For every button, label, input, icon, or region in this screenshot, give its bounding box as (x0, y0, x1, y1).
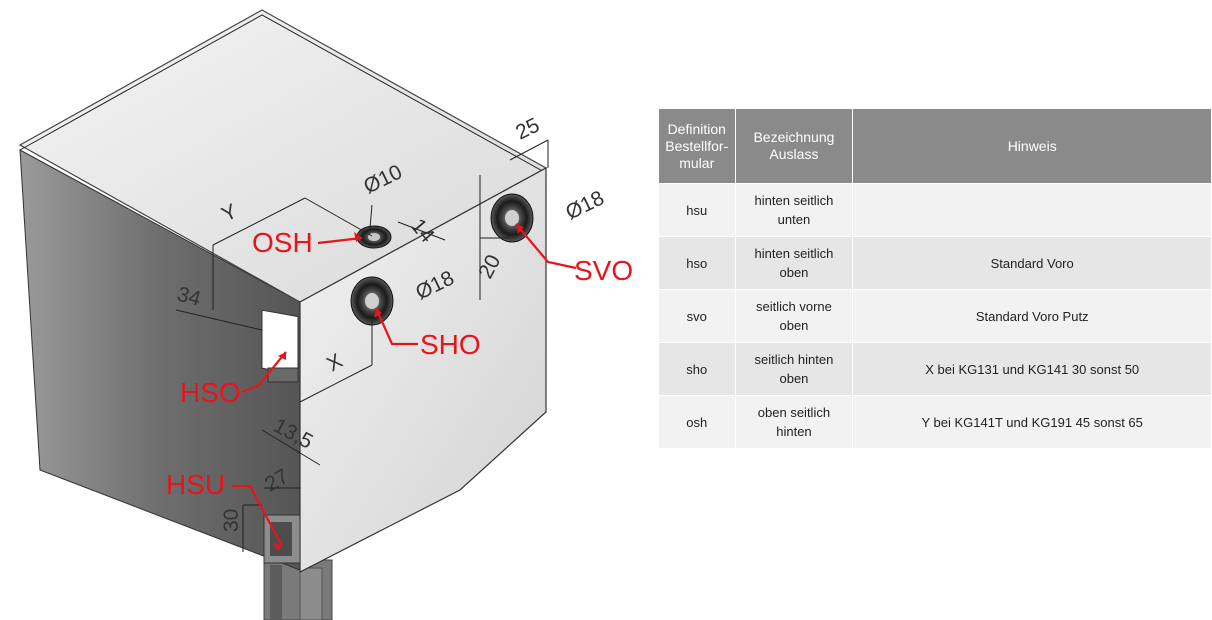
cell-code: osh (658, 395, 736, 449)
dim-diam-18-right-label: Ø18 (562, 186, 608, 224)
osh-grommet (356, 225, 392, 249)
table-row: svo seitlich vorne oben Standard Voro Pu… (658, 289, 1212, 343)
drain-pipe (263, 559, 333, 620)
cell-name: hinten seitlich unten (734, 183, 854, 237)
cell-name: hinten seitlich oben (734, 236, 854, 290)
cell-name: oben seitlich hinten (734, 395, 854, 449)
header-definition: Definition Bestellfor-mular (658, 108, 736, 184)
dim-25-label: 25 (512, 114, 543, 145)
outlet-definition-table: Definition Bestellfor-mular Bezeichnung … (658, 108, 1212, 449)
header-bezeichnung: Bezeichnung Auslass (734, 108, 854, 184)
callout-hsu: HSU (166, 469, 225, 500)
cell-code: sho (658, 342, 736, 396)
dim-30-label: 30 (220, 509, 243, 532)
callout-sho: SHO (420, 329, 481, 360)
cell-note (852, 183, 1212, 237)
table-row: sho seitlich hinten oben X bei KG131 und… (658, 342, 1212, 396)
cell-code: hso (658, 236, 736, 290)
table-row: hso hinten seitlich oben Standard Voro (658, 236, 1212, 290)
callout-osh: OSH (252, 227, 313, 258)
header-hinweis: Hinweis (852, 108, 1212, 184)
cell-name: seitlich vorne oben (734, 289, 854, 343)
hso-cutout (261, 309, 299, 383)
cell-note: Standard Voro (852, 236, 1212, 290)
cell-note: Y bei KG141T und KG191 45 sonst 65 (852, 395, 1212, 449)
callout-svo: SVO (574, 255, 633, 286)
svo-grommet (490, 193, 534, 243)
callout-hso: HSO (180, 377, 241, 408)
dimension-lines (175, 139, 549, 552)
cell-code: hsu (658, 183, 736, 237)
cell-code: svo (658, 289, 736, 343)
callout-arrows (232, 223, 577, 551)
sho-grommet (350, 276, 394, 326)
table-header-row: Definition Bestellfor-mular Bezeichnung … (658, 108, 1212, 184)
cell-name: seitlich hinten oben (734, 342, 854, 396)
cell-note: X bei KG131 und KG141 30 sonst 50 (852, 342, 1212, 396)
cell-note: Standard Voro Putz (852, 289, 1212, 343)
table-row: hsu hinten seitlich unten (658, 183, 1212, 237)
box-technical-drawing: Y Ø10 14 25 Ø18 20 34 Ø18 X 13,5 27 30 O… (18, 9, 633, 620)
table-row: osh oben seitlich hinten Y bei KG141T un… (658, 395, 1212, 449)
